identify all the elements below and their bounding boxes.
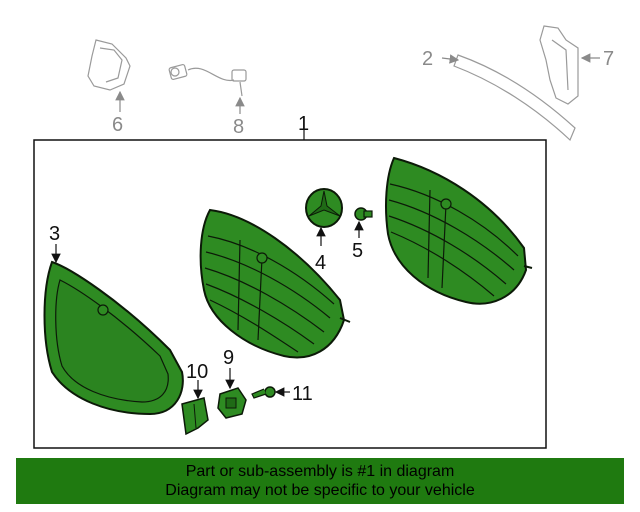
part-7-mount-bracket[interactable] [539, 25, 579, 105]
assembly-frame [33, 139, 547, 449]
part-3-grille-frame[interactable] [43, 260, 184, 416]
part-5-clip[interactable] [354, 207, 373, 221]
callout-6: 6 [112, 114, 123, 136]
callout-11: 11 [292, 383, 313, 405]
part-10-bracket[interactable] [181, 397, 209, 436]
arrow-2 [441, 54, 460, 64]
center-grille[interactable] [199, 208, 351, 359]
callout-8: 8 [233, 116, 244, 138]
callout-3: 3 [49, 223, 60, 245]
part-8-sensor-harness[interactable] [168, 63, 247, 97]
disclaimer-banner: Part or sub-assembly is #1 in diagram Di… [16, 458, 624, 504]
callout-7: 7 [603, 48, 614, 70]
right-grille[interactable] [385, 156, 533, 305]
callout-2: 2 [422, 48, 433, 70]
callout-1: 1 [298, 113, 309, 135]
part-6-bracket[interactable] [87, 39, 131, 91]
part-9-sensor[interactable] [217, 387, 247, 419]
callout-5: 5 [352, 240, 363, 262]
part-4-emblem[interactable] [305, 188, 343, 228]
callout-9: 9 [223, 347, 234, 369]
callout-4: 4 [315, 252, 326, 274]
part-2-seal-strip[interactable] [453, 54, 576, 142]
banner-line-2: Diagram may not be specific to your vehi… [165, 482, 475, 499]
part-11-screw[interactable] [251, 386, 276, 399]
banner-line-1: Part or sub-assembly is #1 in diagram [185, 463, 455, 480]
callout-10: 10 [186, 361, 208, 383]
